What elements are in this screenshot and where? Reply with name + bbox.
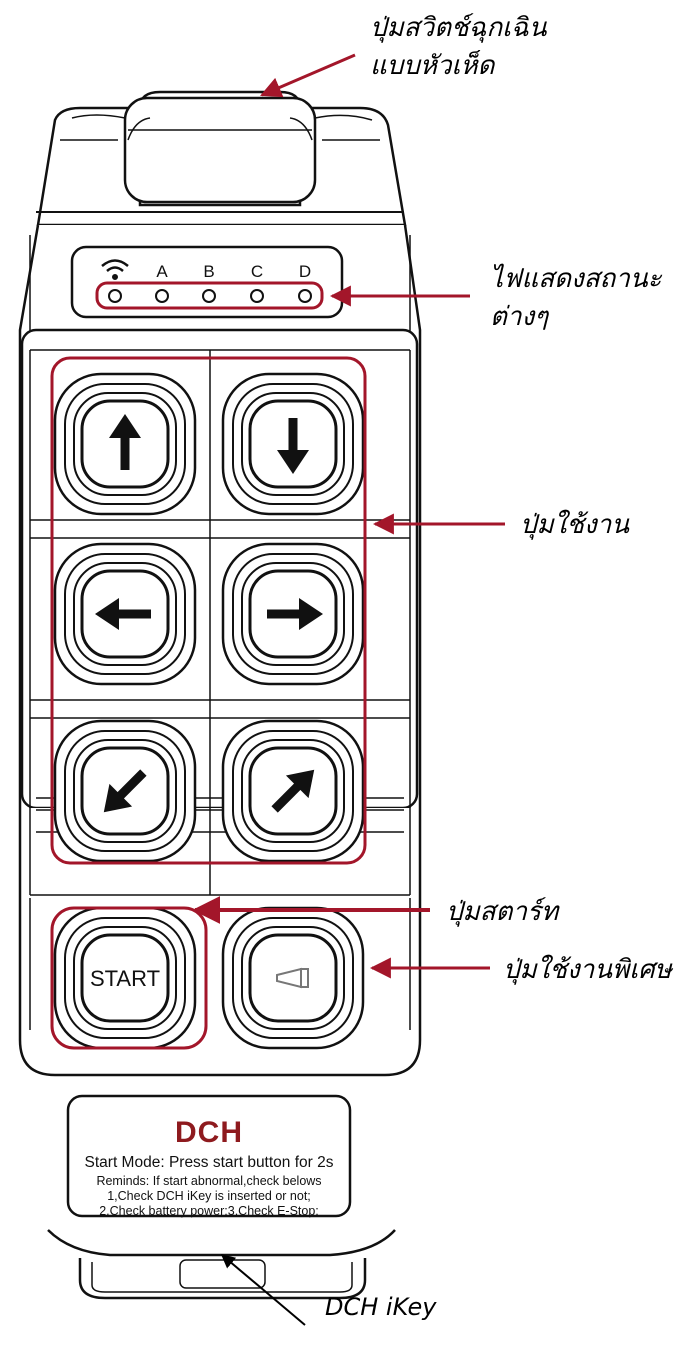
arrow-right-icon	[267, 598, 323, 630]
label-status-lights-1: ไฟแสดงสถานะ	[490, 263, 663, 294]
led-d	[298, 289, 312, 303]
led-label-c: C	[251, 262, 263, 281]
label-emergency-stop-1: ปุ่มสวิตช์ฉุกเฉิน	[370, 13, 548, 43]
arrow-ikey	[220, 1254, 306, 1326]
led-label-a: A	[156, 262, 168, 281]
arrow-down-icon	[277, 418, 309, 474]
led-label-d: D	[299, 262, 311, 281]
arrow-up-icon	[109, 414, 141, 470]
label-special-button: ปุ่มใช้งานพิเศษ	[503, 954, 674, 985]
led-wifi	[108, 289, 122, 303]
button-right[interactable]	[221, 542, 365, 686]
arrow-left-icon	[95, 598, 151, 630]
led-b	[202, 289, 216, 303]
label-emergency-stop-2: แบบหัวเห็ด	[370, 49, 496, 81]
button-up-right[interactable]	[221, 719, 365, 863]
annotation-arrows	[192, 53, 505, 1326]
button-down-left[interactable]	[53, 719, 197, 863]
arrow-emergency-stop	[260, 53, 356, 98]
function-buttons-highlight	[50, 356, 367, 865]
button-left[interactable]	[53, 542, 197, 686]
wifi-icon	[101, 259, 129, 280]
horn-icon	[276, 967, 309, 989]
led-c	[250, 289, 264, 303]
plate-line-4: 2,Check battery power;3,Check E-Stop;	[99, 1204, 319, 1218]
label-function-buttons: ปุ่มใช้งาน	[520, 509, 630, 540]
plate-line-3: 1,Check DCH iKey is inserted or not;	[107, 1189, 311, 1203]
plate-line-1: Start Mode: Press start button for 2s	[85, 1154, 334, 1171]
label-start-button: ปุ่มสตาร์ท	[446, 897, 560, 927]
button-up[interactable]	[53, 372, 197, 516]
emergency-stop-button[interactable]	[123, 96, 317, 204]
button-down[interactable]	[221, 372, 365, 516]
start-button[interactable]: START	[53, 906, 197, 1050]
start-button-label: START	[90, 966, 160, 991]
instruction-plate: DCH Start Mode: Press start button for 2…	[85, 1116, 334, 1218]
brand-logo: DCH	[175, 1116, 243, 1149]
start-button-highlight	[50, 906, 208, 1050]
status-led-panel: A B C D	[95, 259, 324, 310]
led-a	[155, 289, 169, 303]
annotation-labels: ปุ่มสวิตช์ฉุกเฉิน แบบหัวเห็ด ไฟแสดงสถานะ…	[325, 13, 674, 1321]
led-highlight	[95, 281, 324, 310]
label-status-lights-2: ต่างๆ	[490, 302, 549, 332]
arrow-down-left-icon	[103, 769, 147, 813]
arrow-up-right-icon	[271, 769, 315, 813]
label-ikey: DCH iKey	[325, 1293, 437, 1321]
led-label-b: B	[203, 262, 214, 281]
horn-button[interactable]	[221, 906, 365, 1050]
plate-line-2: Reminds: If start abnormal,check belows	[96, 1174, 321, 1188]
